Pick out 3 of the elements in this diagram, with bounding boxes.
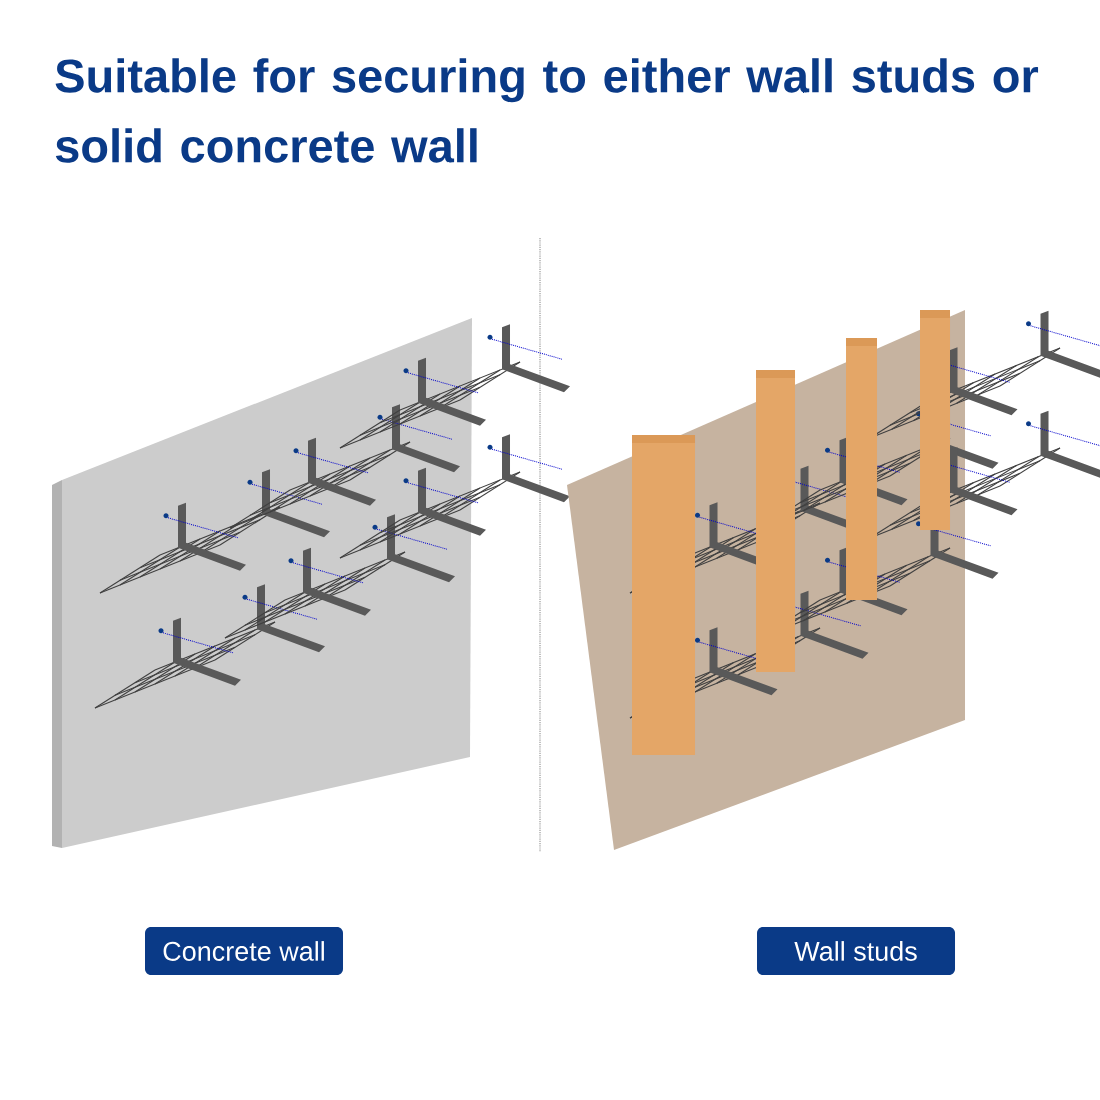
label-box: Concrete wall: [145, 927, 343, 975]
label-box: Wall studs: [757, 927, 955, 975]
title: Suitable for securing to either wall studs or solid concrete wall: [55, 58, 1039, 163]
